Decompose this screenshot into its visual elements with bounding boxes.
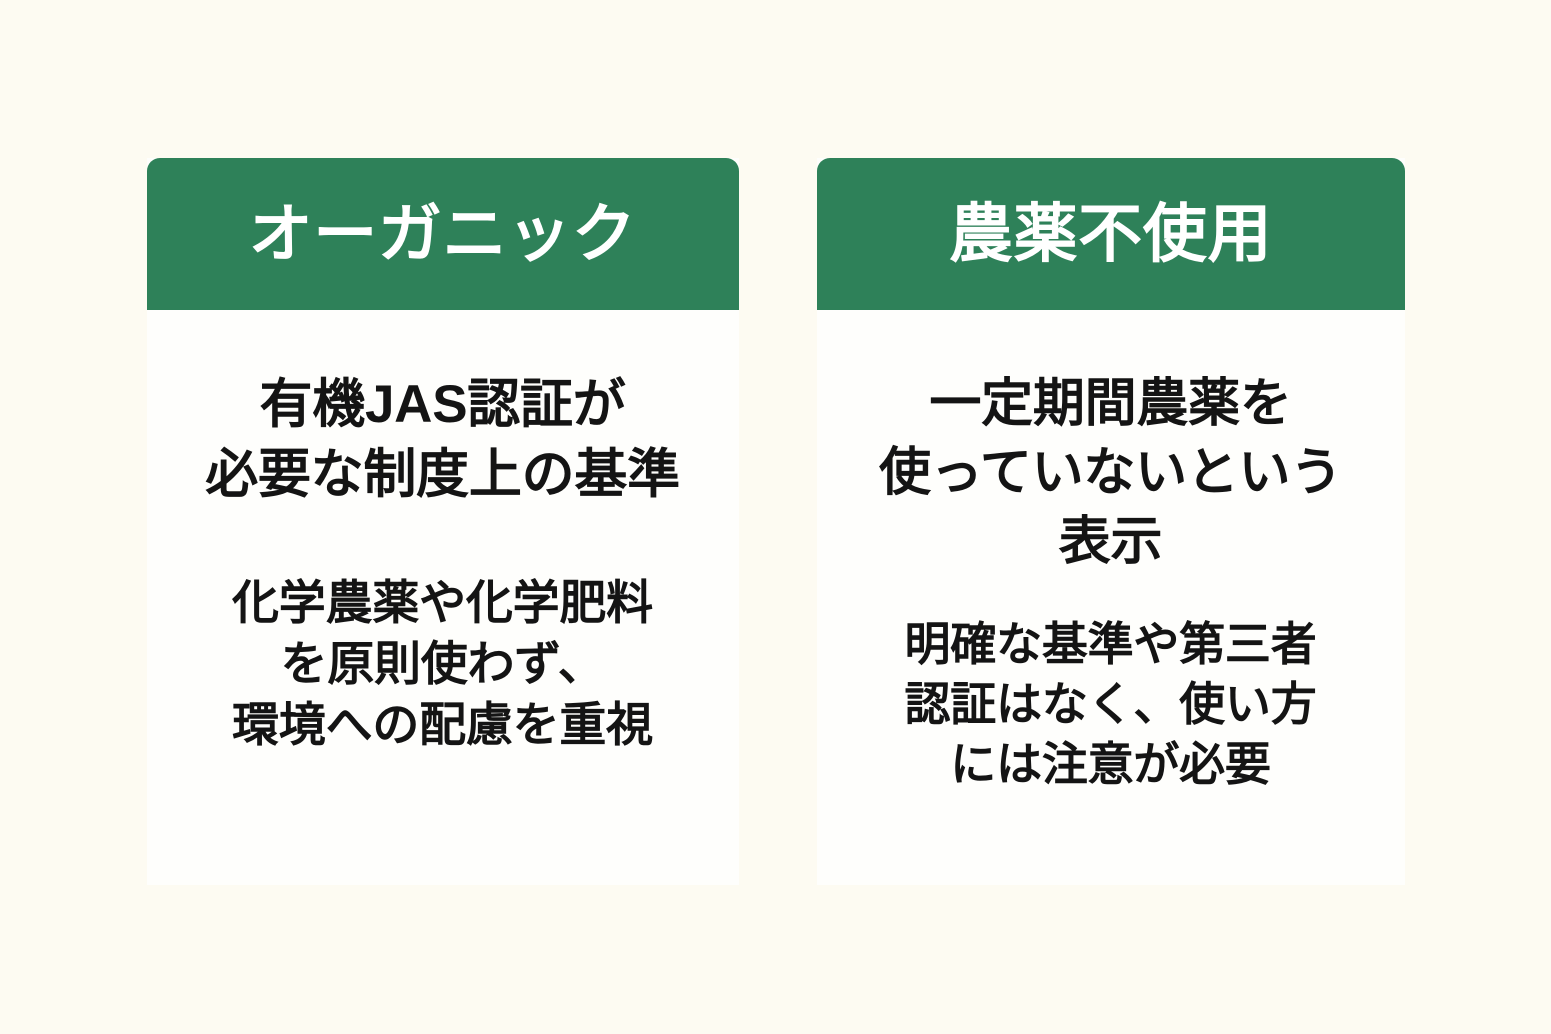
card-organic-summary-line-1: 有機JAS認証が — [259, 375, 626, 434]
card-pesticide-free-header: 農薬不使用 — [816, 158, 1405, 310]
card-pesticide-free-detail-line-3: には注意が必要 — [950, 738, 1271, 791]
card-organic-summary: 有機JAS認証が 必要な制度上の基準 — [205, 370, 680, 510]
card-pesticide-free-detail-line-2: 認証はなく、使い方 — [904, 678, 1317, 731]
card-pesticide-free-body: 一定期間農薬を 使っていないという 表示 明確な基準や第三者 認証はなく、使い方… — [816, 310, 1405, 885]
card-pesticide-free-detail: 明確な基準や第三者 認証はなく、使い方 には注意が必要 — [905, 615, 1317, 794]
card-organic-detail-line-1: 化学農薬や化学肥料 — [232, 575, 653, 629]
card-pesticide-free-summary-line-2: 使っていないという — [878, 444, 1343, 503]
card-organic: オーガニック 有機JAS認証が 必要な制度上の基準 化学農薬や化学肥料 を原則使… — [146, 158, 739, 885]
card-pesticide-free-detail-line-1: 明確な基準や第三者 — [904, 618, 1317, 671]
card-organic-body: 有機JAS認証が 必要な制度上の基準 化学農薬や化学肥料 を原則使わず、 環境へ… — [146, 310, 739, 885]
card-organic-detail: 化学農薬や化学肥料 を原則使わず、 環境への配慮を重視 — [232, 572, 653, 755]
card-pesticide-free-title: 農薬不使用 — [948, 198, 1273, 270]
card-organic-detail-line-2: を原則使わず、 — [280, 637, 605, 690]
card-pesticide-free-summary-line-3: 表示 — [1058, 513, 1163, 572]
card-pesticide-free-summary: 一定期間農薬を 使っていないという 表示 — [879, 370, 1342, 577]
card-pesticide-free-summary-line-1: 一定期間農薬を — [929, 375, 1292, 433]
card-organic-summary-line-2: 必要な制度上の基準 — [205, 444, 680, 504]
card-organic-title: オーガニック — [248, 198, 637, 270]
card-organic-detail-line-3: 環境への配慮を重視 — [232, 698, 653, 752]
card-pesticide-free: 農薬不使用 一定期間農薬を 使っていないという 表示 明確な基準や第三者 認証は… — [816, 158, 1405, 885]
card-organic-header: オーガニック — [146, 158, 739, 310]
